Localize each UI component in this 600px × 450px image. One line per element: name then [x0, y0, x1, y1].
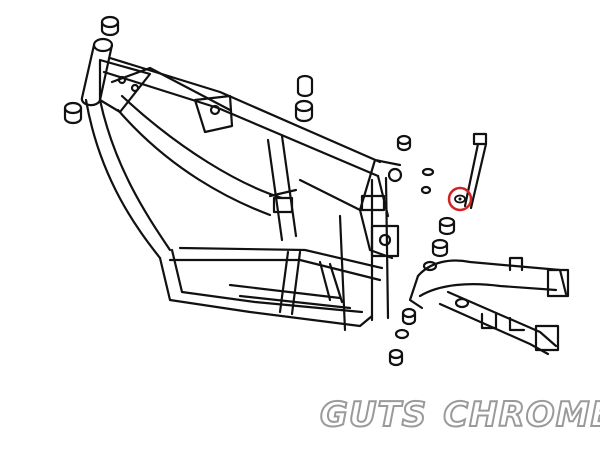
tank-mount-tab [193, 94, 234, 134]
swing-arm [408, 256, 570, 356]
down-tube-front [84, 98, 172, 260]
lower-cradle [158, 246, 384, 328]
pivot-bushings [422, 216, 456, 272]
neck-bearing-cup [100, 15, 120, 37]
seat-post [266, 134, 298, 242]
lower-washers [388, 307, 417, 367]
neck-bearing-lower [63, 101, 83, 125]
down-tube-rear [116, 94, 284, 217]
pivot-bolt [463, 132, 488, 210]
highlighted-part[interactable] [447, 186, 473, 212]
floating-spacers [294, 74, 435, 195]
brand-logo: GUTS CHROME [319, 392, 600, 438]
rear-uprights [338, 176, 390, 332]
steering-head [80, 37, 114, 107]
brand-word-right: CHROME [442, 394, 600, 436]
brand-word-left: GUTS [319, 394, 428, 436]
